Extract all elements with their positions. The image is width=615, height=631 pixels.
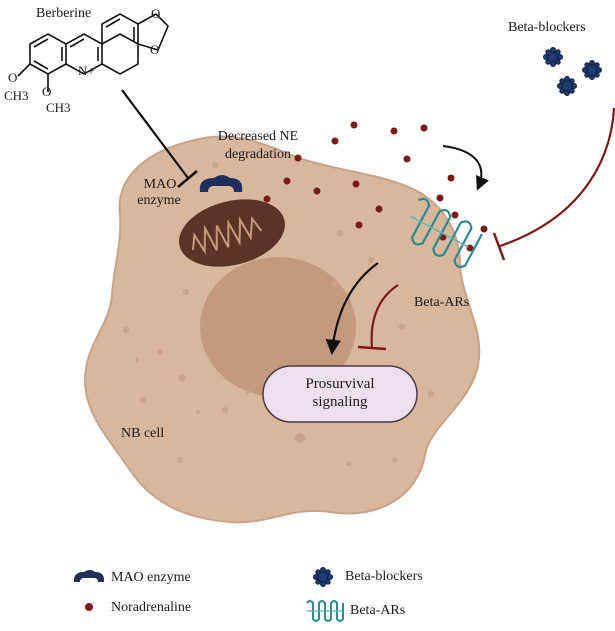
- berberine-oxygen-label-3: O: [8, 70, 18, 85]
- beta-ar-receptor: [409, 197, 483, 269]
- prosurvival-box: [262, 365, 418, 423]
- berberine-inhibition-line: [121, 89, 189, 179]
- berberine-n-plus-label: N+: [78, 63, 95, 78]
- legend-beta-ar-icon: [306, 600, 344, 622]
- legend-beta-ars-label: Beta-ARs: [350, 603, 406, 618]
- beta-blocker-molecules: [543, 47, 602, 96]
- nb-cell-label: NB cell: [121, 426, 165, 441]
- berberine-inhibition-bar: [177, 170, 198, 188]
- berberine-oxygen-label-2: O: [150, 42, 160, 57]
- decreased-ne-label-line1: Decreased NE: [217, 129, 299, 144]
- berberine-oxygen-label-4: O: [42, 84, 52, 99]
- mao-label-line2: enzyme: [137, 193, 181, 208]
- decreased-ne-label-line2: degradation: [224, 147, 292, 162]
- receptor-inhibition-bar: [357, 345, 387, 351]
- beta-blocker-inhibition-bar: [492, 232, 506, 261]
- legend-noradrenaline-label: Noradrenaline: [111, 600, 192, 615]
- berberine-structure: [17, 13, 169, 92]
- nucleus: [200, 257, 356, 397]
- legend-mao-enzyme-label: MAO enzyme: [111, 570, 191, 585]
- berberine-ch3-label-2: CH3: [46, 100, 71, 115]
- ne-to-receptor-arrow: [442, 145, 489, 191]
- berberine-title: Berberine: [36, 6, 92, 21]
- legend-beta-blockers-label: Beta-blockers: [345, 569, 423, 584]
- mao-label-line1: MAO: [143, 177, 177, 192]
- legend-beta-blocker-icon: [313, 567, 333, 587]
- prosurvival-label-line1: Prosurvival: [305, 376, 375, 392]
- mao-enzyme-icon: [199, 175, 243, 192]
- legend-noradrenaline-icon: [85, 603, 93, 611]
- mitochondrion: [179, 199, 285, 267]
- receptor-to-prosurvival-arrow: [325, 262, 379, 356]
- beta-blocker-inhibition-line: [499, 107, 615, 248]
- prosurvival-label-line2: signaling: [312, 394, 368, 410]
- receptor-inhibition-line: [370, 284, 399, 349]
- legend-mao-enzyme-icon: [73, 570, 105, 582]
- berberine-oxygen-label-1: O: [151, 6, 161, 21]
- beta-blockers-label: Beta-blockers: [508, 20, 586, 35]
- berberine-ch3-label-1: CH3: [4, 88, 29, 103]
- prosurvival-label: Prosurvival signaling: [266, 375, 414, 411]
- beta-ars-label: Beta-ARs: [414, 295, 470, 310]
